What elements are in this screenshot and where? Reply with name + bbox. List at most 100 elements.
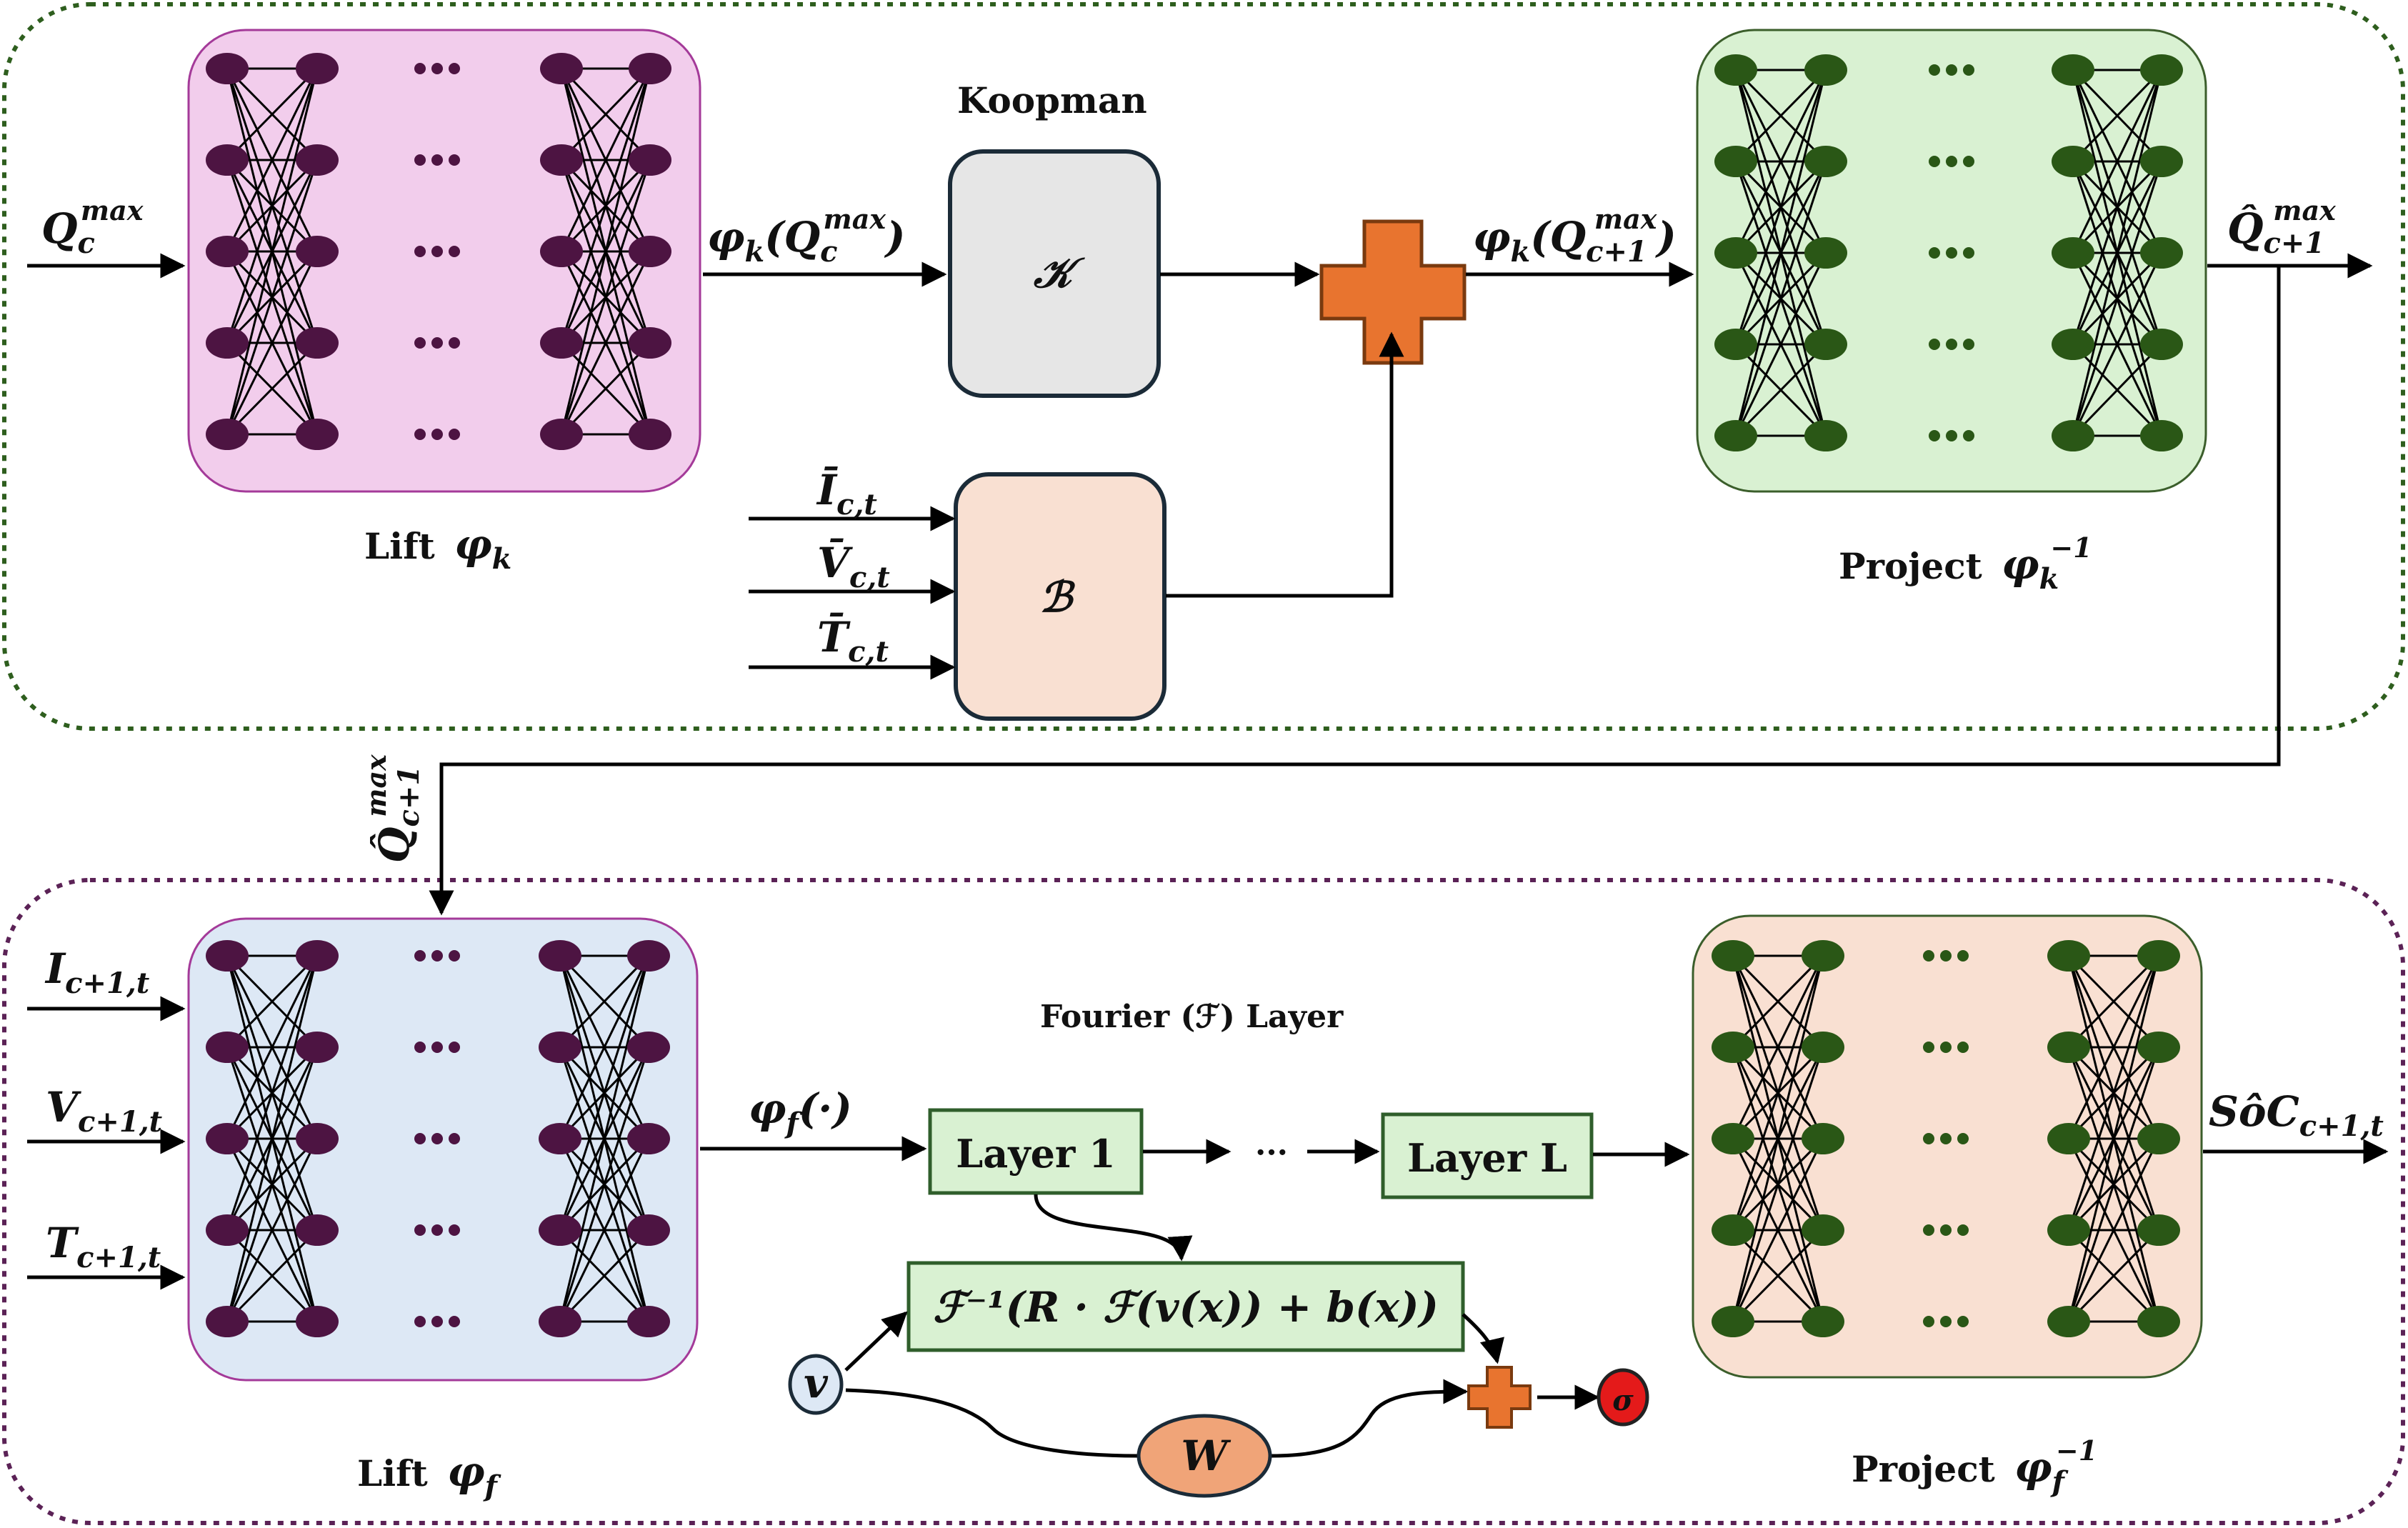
network-node xyxy=(206,144,249,176)
network-edge xyxy=(2067,955,2160,1231)
network-edge xyxy=(1732,955,1824,1322)
network-edge xyxy=(559,1138,650,1322)
network-edge xyxy=(1732,1229,1824,1323)
lift-fourier-panel xyxy=(187,917,699,1382)
network-node xyxy=(206,1123,249,1154)
ellipsis-dot xyxy=(431,950,443,962)
network-edge xyxy=(559,954,650,1049)
plus-sign-icon xyxy=(1467,1366,1532,1429)
ellipsis-dot xyxy=(431,429,443,440)
network-edge xyxy=(560,68,651,435)
network-node xyxy=(296,1123,339,1154)
network-node xyxy=(1802,1306,1844,1337)
network-edge xyxy=(226,67,319,161)
b-operator-box xyxy=(954,472,1166,721)
ellipsis-dot xyxy=(1940,1316,1952,1327)
network-edge xyxy=(226,954,319,1049)
neural-network-icon xyxy=(206,53,671,450)
v-node-label: v xyxy=(804,1359,829,1407)
ellipsis-dot xyxy=(1963,156,1974,167)
ellipsis-dot xyxy=(414,1133,426,1144)
network-node xyxy=(2047,940,2090,972)
network-node xyxy=(629,53,671,84)
ellipsis-dot xyxy=(414,63,426,74)
ellipsis-dot xyxy=(1957,1316,1969,1327)
ellipsis-dot xyxy=(1957,950,1969,962)
lift-fourier-label: Lift φf xyxy=(357,1447,501,1503)
network-node xyxy=(1804,54,1847,86)
ellipsis-dot xyxy=(1957,1224,1969,1236)
network-node xyxy=(627,1214,670,1246)
network-node xyxy=(540,53,583,84)
q-max-input-label: Qcmax xyxy=(41,194,144,260)
layer-1-box[interactable] xyxy=(928,1108,1144,1195)
network-node xyxy=(1804,329,1847,360)
network-node xyxy=(206,53,249,84)
fourier-layer-title: Fourier (ℱ) Layer xyxy=(1040,999,1344,1035)
network-node xyxy=(2047,1123,2090,1154)
ellipsis-dot xyxy=(431,1224,443,1236)
ellipsis-dot xyxy=(1946,247,1957,259)
network-node xyxy=(2137,1306,2180,1337)
network-node xyxy=(540,144,583,176)
ellipsis-dot xyxy=(449,246,460,257)
ellipsis-dot xyxy=(1963,430,1974,441)
ellipsis-dot xyxy=(449,337,460,349)
network-edge xyxy=(1732,1138,1824,1322)
network-edge xyxy=(226,955,319,1322)
fourier-formula-box xyxy=(906,1261,1465,1352)
ellipsis-dot xyxy=(1923,1316,1934,1327)
network-edge xyxy=(1732,954,1824,1049)
fourier-formula-text: ℱ⁻¹(𝑹 · ℱ(𝒗(𝒙)) + 𝒃(𝒙)) xyxy=(933,1283,1439,1332)
network-edge xyxy=(2072,161,2163,436)
neural-network-icon xyxy=(206,940,670,1337)
ellipsis-dot xyxy=(1929,64,1940,76)
b-operator-symbol: ℬ xyxy=(1039,573,1076,621)
network-node xyxy=(1802,1032,1844,1063)
network-node xyxy=(2052,146,2094,177)
ellipsis-dot xyxy=(1923,1224,1934,1236)
ellipsis-dot xyxy=(1946,156,1957,167)
network-node xyxy=(296,1306,339,1337)
neural-network-icon xyxy=(1712,940,2180,1337)
network-node xyxy=(1712,940,1754,972)
network-edge xyxy=(2072,69,2163,345)
network-node xyxy=(2052,237,2094,269)
network-node xyxy=(540,236,583,267)
ellipsis-dot xyxy=(1946,339,1957,350)
ellipsis-dot xyxy=(414,1224,426,1236)
network-node xyxy=(539,1306,581,1337)
ellipsis-dot xyxy=(449,950,460,962)
network-edge xyxy=(1732,955,1824,1231)
network-node xyxy=(1804,237,1847,269)
layer-l-box[interactable] xyxy=(1381,1112,1594,1199)
network-node xyxy=(2137,940,2180,972)
network-node xyxy=(206,1032,249,1063)
network-edge xyxy=(560,341,651,436)
network-edge xyxy=(559,955,650,1231)
network-edge xyxy=(1734,69,1827,254)
ellipsis-dot xyxy=(1946,64,1957,76)
network-node xyxy=(629,236,671,267)
network-edge xyxy=(559,1229,650,1323)
network-edge xyxy=(2072,69,2163,436)
network-node xyxy=(539,1032,581,1063)
network-node xyxy=(2140,420,2183,451)
network-node xyxy=(539,940,581,972)
layers-ellipsis: ··· xyxy=(1255,1134,1288,1171)
soc-output-label: SôCc+1,t xyxy=(2209,1087,2384,1143)
network-edge xyxy=(2072,69,2163,254)
network-edge xyxy=(1732,955,1824,1139)
i-input-label: Ic+1,t xyxy=(44,944,150,1000)
network-node xyxy=(296,144,339,176)
ellipsis-dot xyxy=(1929,247,1940,259)
ellipsis-dot xyxy=(1923,1133,1934,1144)
network-edge xyxy=(2067,1229,2160,1323)
ellipsis-dot xyxy=(1929,430,1940,441)
network-edge xyxy=(226,1229,319,1323)
ellipsis-dot xyxy=(414,337,426,349)
network-edge xyxy=(226,1047,319,1322)
network-edge xyxy=(560,159,651,435)
network-node xyxy=(296,1032,339,1063)
network-node xyxy=(206,419,249,450)
